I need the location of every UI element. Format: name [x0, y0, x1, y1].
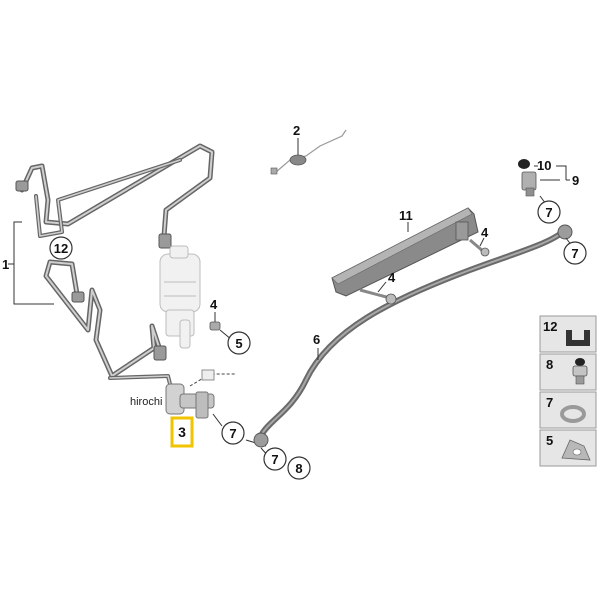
- legend-row-12: 12: [539, 315, 597, 353]
- part-4-label-right: 4: [481, 225, 489, 240]
- part-10-label: 10: [537, 158, 551, 173]
- legend-row-8: 8: [539, 353, 597, 391]
- callout-5: 5: [227, 331, 251, 355]
- svg-text:7: 7: [271, 452, 278, 467]
- brake-pipe-assembly: [15, 143, 215, 394]
- callout-3-highlight[interactable]: 3: [170, 416, 194, 448]
- part-4-label-lower: 4: [388, 270, 396, 285]
- svg-text:5: 5: [546, 433, 553, 448]
- callout-8: 8: [287, 456, 311, 480]
- parts-legend: 12 8 7 5: [539, 315, 597, 467]
- bracket-plate-icon: [561, 439, 591, 461]
- bolt-4-upper: [209, 312, 233, 341]
- svg-text:7: 7: [571, 246, 578, 261]
- svg-text:12: 12: [54, 241, 68, 256]
- callout-7-a: 7: [221, 421, 245, 445]
- part-4-label-upper: 4: [210, 297, 218, 312]
- svg-text:3: 3: [178, 424, 186, 440]
- part-9-label: 9: [572, 173, 579, 188]
- watermark-text: hirochi: [130, 396, 162, 408]
- clip-icon: [566, 330, 590, 346]
- part-2-label: 2: [293, 123, 300, 138]
- rail-bracket-part-11: [331, 207, 479, 297]
- part-11-label: 11: [399, 208, 413, 223]
- bleed-screw-part: [518, 159, 570, 205]
- callout-7-right: 7: [563, 241, 587, 265]
- svg-text:12: 12: [543, 319, 557, 334]
- seal-ring-icon: [560, 405, 586, 423]
- svg-text:7: 7: [545, 205, 552, 220]
- clutch-hose-part-6: [253, 224, 573, 448]
- legend-row-7: 7: [539, 391, 597, 429]
- svg-text:5: 5: [235, 336, 242, 351]
- svg-text:7: 7: [229, 426, 236, 441]
- bolt-4-right: [469, 237, 490, 257]
- bolt-4-lower: [359, 281, 397, 305]
- clip-part-2: [270, 129, 347, 175]
- callout-7-top: 7: [537, 200, 561, 224]
- svg-text:8: 8: [546, 357, 553, 372]
- svg-text:7: 7: [546, 395, 553, 410]
- callout-12: 12: [49, 236, 73, 260]
- clutch-cylinder-part: [165, 369, 236, 419]
- callout-7-b: 7: [263, 447, 287, 471]
- legend-row-5: 5: [539, 429, 597, 467]
- part-6-label: 6: [313, 332, 320, 347]
- svg-text:8: 8: [295, 461, 302, 476]
- part-1-bracket: [8, 221, 54, 305]
- reservoir-part: [159, 245, 201, 349]
- part-1-label: 1: [2, 257, 9, 272]
- bleed-screw-icon: [572, 358, 588, 385]
